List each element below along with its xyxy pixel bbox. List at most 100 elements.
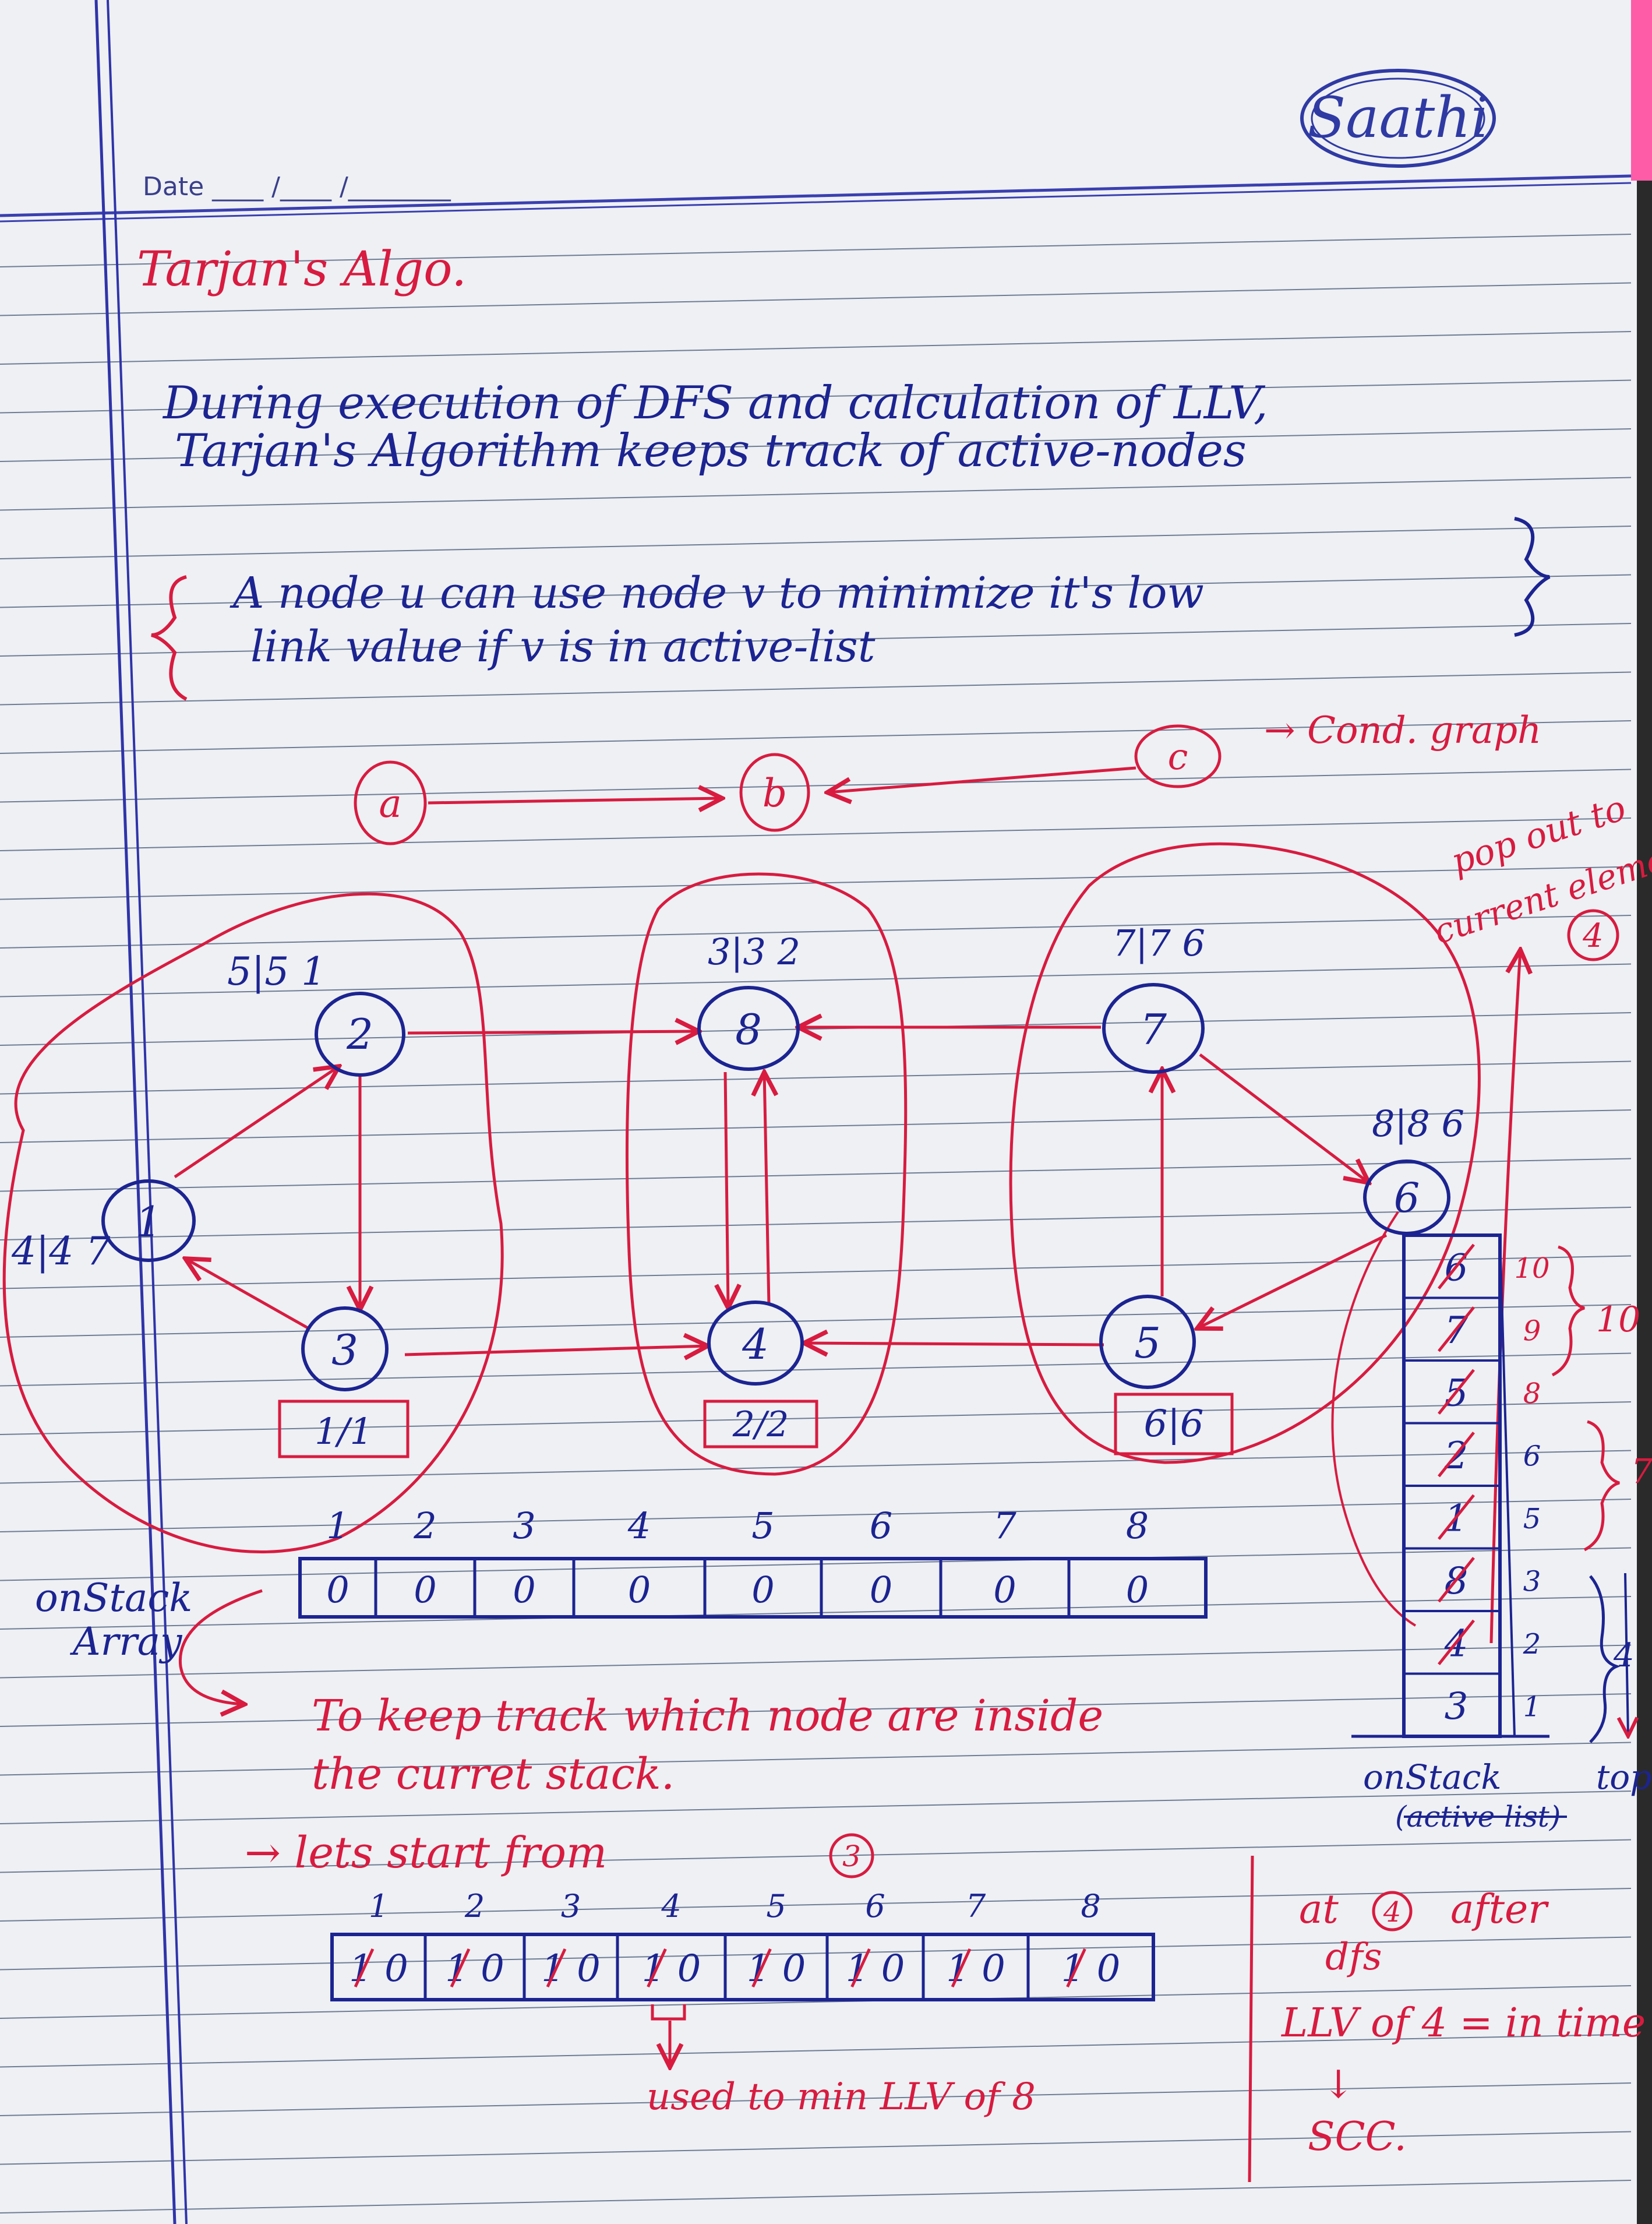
cond-node-b <box>739 753 810 832</box>
ruled-line <box>0 915 1632 949</box>
stack-loop <box>1331 1211 1417 1627</box>
ruled-line <box>0 1791 1632 1824</box>
group-brace-1 <box>1551 1245 1585 1377</box>
onstack-cell: 0 <box>513 1569 535 1611</box>
ruled-line <box>0 1644 1632 1679</box>
onstack-index: 2 <box>413 1504 436 1547</box>
pop-down-arrow <box>1625 1573 1628 1736</box>
ruled-line <box>0 1255 1632 1289</box>
ruled-line <box>0 331 1632 365</box>
ruled-line <box>0 1596 1632 1630</box>
node-7 <box>1102 983 1205 1074</box>
pop-note-circle <box>1567 909 1619 961</box>
ruled-line <box>0 817 1632 851</box>
tracking-index: 1 <box>369 1888 389 1925</box>
node-1-values: 4|4 7 <box>11 1229 110 1274</box>
intro-line-2: Tarjan's Algorithm keeps track of active… <box>175 425 1247 477</box>
stack-item-pos: 9 <box>1523 1315 1541 1348</box>
node-4-values: 2/2 <box>732 1404 789 1445</box>
index4-bracket <box>651 2004 686 2021</box>
tracking-cell-strike <box>1066 1948 1086 1988</box>
ruled-line <box>0 526 1632 559</box>
after-dfs-llv: LLV of 4 = in time <box>1280 2000 1646 2046</box>
ruled-line <box>0 1693 1632 1727</box>
tracking-index: 3 <box>561 1888 581 1925</box>
node-3-values: 1/1 <box>315 1410 373 1453</box>
stack-item-pos: 5 <box>1523 1503 1541 1535</box>
ruled-line <box>0 671 1632 706</box>
node-1-label: 1 <box>135 1197 162 1246</box>
cond-node-b-label: b <box>763 771 787 816</box>
node-5 <box>1099 1295 1196 1389</box>
edge-7-6 <box>1199 1053 1369 1183</box>
ruled-line <box>0 379 1632 414</box>
ruled-line <box>0 234 1632 267</box>
onstack-cell: 0 <box>414 1569 436 1611</box>
onstack-index: 4 <box>627 1504 651 1547</box>
stack-item-pos: 8 <box>1523 1377 1541 1410</box>
start-note-circle <box>829 1833 874 1878</box>
after-dfs-circle <box>1372 1891 1413 1932</box>
tracking-array-frame <box>330 1933 1155 2001</box>
tracking-cell: 1 0 <box>846 1947 905 1990</box>
node-3 <box>301 1306 389 1391</box>
onstack-cell: 0 <box>1126 1569 1149 1611</box>
edge-5-4 <box>804 1343 1104 1345</box>
ruled-line <box>0 1304 1632 1338</box>
saathi-logo: Saathi <box>1300 69 1496 168</box>
cond-node-c <box>1134 724 1222 788</box>
ruled-line <box>0 1936 1632 1971</box>
node-8 <box>697 986 800 1071</box>
cond-node-a-label: a <box>379 781 401 826</box>
tracking-index: 2 <box>464 1888 485 1925</box>
ruled-line <box>0 769 1632 803</box>
tracking-cell: 1 0 <box>747 1947 806 1990</box>
node-8-label: 8 <box>735 1005 762 1054</box>
cond-graph-label: → Cond. graph <box>1264 709 1541 752</box>
ruled-line <box>0 963 1632 998</box>
tracking-cell: 1 0 <box>541 1947 601 1990</box>
edge-8-4 <box>725 1072 728 1308</box>
stack-item-strike <box>1438 1494 1475 1540</box>
node-3-box <box>278 1400 410 1458</box>
right-brace <box>1514 517 1551 637</box>
tracking-cell-strike <box>850 1948 871 1988</box>
tracking-note: used to min LLV of 8 <box>647 2075 1036 2119</box>
onstack-note-1: To keep track which node are inside <box>312 1691 1103 1741</box>
ruled-line <box>0 1158 1632 1192</box>
tracking-array: 11 021 031 041 051 061 071 081 0 <box>330 1888 1155 2001</box>
ruled-line <box>0 2082 1632 2116</box>
stack-item-pos: 10 <box>1514 1252 1549 1285</box>
ruled-line <box>0 282 1632 316</box>
tracking-cell-strike <box>450 1948 471 1988</box>
header-line <box>0 174 1632 217</box>
stack-top-label: top <box>1596 1757 1651 1797</box>
stack-item-pos: 3 <box>1523 1566 1541 1598</box>
graph-nodes: 1 2 3 4 5 6 7 8 <box>101 983 1450 1391</box>
group-brace-3 <box>1589 1575 1621 1743</box>
header-line-2 <box>0 182 1632 223</box>
ruled-line <box>0 1888 1632 1922</box>
after-dfs-circled: 4 <box>1383 1896 1402 1929</box>
left-brace <box>151 575 188 701</box>
group-label-1: 10 <box>1596 1299 1640 1340</box>
active-stack: 61079582615834231 <box>1402 1233 1550 1738</box>
onstack-cell: 0 <box>751 1569 774 1611</box>
onstack-index: 6 <box>870 1504 892 1547</box>
edge-2-8 <box>407 1031 699 1033</box>
after-dfs-after: after <box>1450 1887 1549 1933</box>
tracking-cell-strike <box>951 1948 972 1988</box>
after-dfs-at: at <box>1299 1887 1339 1933</box>
node-2 <box>315 992 405 1077</box>
ruled-line <box>0 1742 1632 1776</box>
edge-3-1 <box>185 1259 310 1330</box>
ruled-line <box>0 1352 1632 1387</box>
onstack-label-2: Array <box>69 1619 182 1664</box>
rule-line-1: A node u can use node v to minimize it's… <box>230 568 1204 618</box>
dark-edge <box>1637 181 1652 2224</box>
tracking-cell: 1 0 <box>642 1947 701 1990</box>
tracking-index: 4 <box>661 1888 681 1925</box>
